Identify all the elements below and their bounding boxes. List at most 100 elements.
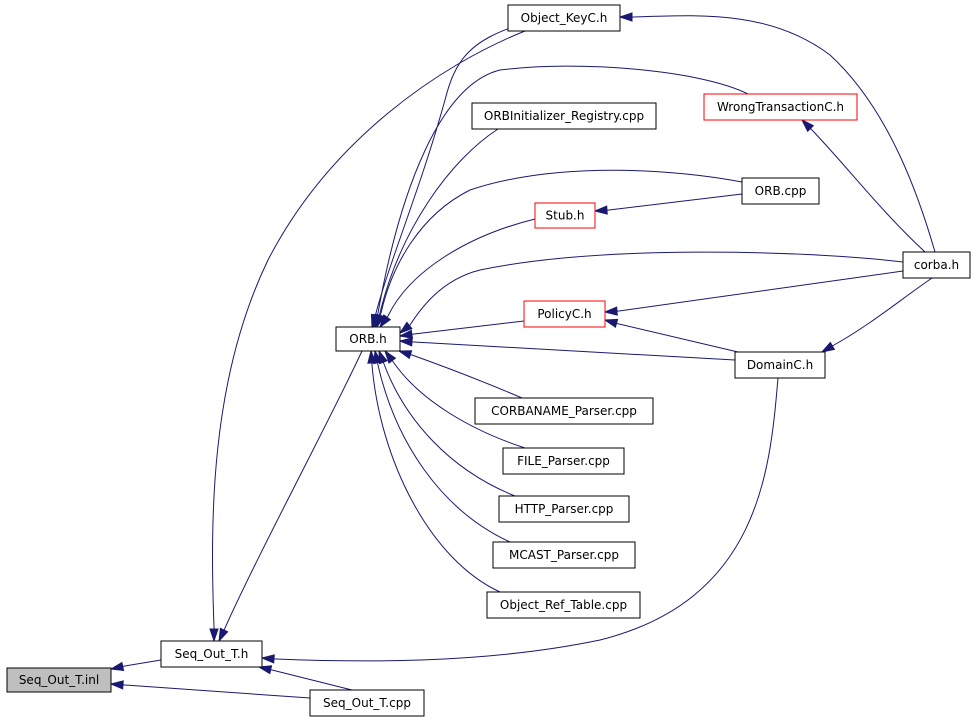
node-box xyxy=(741,177,820,205)
edge-line xyxy=(124,659,162,667)
arrowhead-icon xyxy=(257,665,273,675)
node-box xyxy=(335,326,401,352)
node-box xyxy=(6,667,112,693)
arrowhead-icon xyxy=(603,306,618,316)
node-label: DomainC.h xyxy=(747,358,813,372)
edge-policyc_h-to-orb_h xyxy=(398,320,525,339)
node-box xyxy=(474,397,654,425)
node-label: ORB.h xyxy=(349,332,386,346)
node-seq-out-t-cpp[interactable]: Seq_Out_T.cpp xyxy=(309,689,425,717)
edge-line xyxy=(271,669,353,691)
node-orb-h[interactable]: ORB.h xyxy=(335,326,401,352)
node-corba-h[interactable]: corba.h xyxy=(902,251,971,279)
edge-line xyxy=(387,218,536,317)
node-seq-out-t-inl[interactable]: Seq_Out_T.inl xyxy=(6,667,112,693)
edges-layer xyxy=(109,12,936,699)
node-box xyxy=(498,495,630,523)
arrowhead-icon xyxy=(209,628,219,643)
node-object-keyc-h[interactable]: Object_KeyC.h xyxy=(507,4,621,32)
node-box xyxy=(492,541,636,569)
node-file-parser-cpp[interactable]: FILE_Parser.cpp xyxy=(502,447,625,475)
node-box xyxy=(471,102,657,130)
arrowhead-icon xyxy=(375,313,385,329)
node-label: Object_Ref_Table.cpp xyxy=(500,598,627,612)
arrowhead-icon xyxy=(603,318,619,328)
node-label: corba.h xyxy=(914,258,959,272)
node-stub-h[interactable]: Stub.h xyxy=(534,202,596,229)
node-label: PolicyC.h xyxy=(537,307,591,321)
edge-orb_cpp-to-stub_h xyxy=(593,193,743,215)
edge-corba_h-to-policyc_h xyxy=(603,270,904,316)
node-box xyxy=(523,300,606,328)
arrowhead-icon xyxy=(397,350,413,360)
edge-line xyxy=(413,320,525,335)
arrowhead-icon xyxy=(218,627,229,643)
edge-mcast_parser_cpp-to-orb_h xyxy=(373,349,511,543)
node-mcast-parser-cpp[interactable]: MCAST_Parser.cpp xyxy=(492,541,636,569)
node-label: WrongTransactionC.h xyxy=(717,100,844,114)
edge-object_ref_table_cpp-to-orb_h xyxy=(367,349,501,593)
edge-line xyxy=(409,251,904,326)
arrowhead-icon xyxy=(367,349,377,364)
edge-file_parser_cpp-to-orb_h xyxy=(384,349,526,449)
node-label: MCAST_Parser.cpp xyxy=(509,548,619,562)
arrowhead-icon xyxy=(593,205,608,215)
node-label: HTTP_Parser.cpp xyxy=(515,502,614,516)
edge-line xyxy=(393,362,526,449)
edge-orb_cpp-to-orb_h xyxy=(375,169,743,329)
node-corbaname-parser-cpp[interactable]: CORBANAME_Parser.cpp xyxy=(474,397,654,425)
arrowhead-icon xyxy=(398,321,413,334)
edge-line xyxy=(633,15,936,253)
node-object-ref-table-cpp[interactable]: Object_Ref_Table.cpp xyxy=(486,591,641,619)
node-domainc-h[interactable]: DomainC.h xyxy=(734,351,826,379)
edge-line xyxy=(380,169,743,314)
node-http-parser-cpp[interactable]: HTTP_Parser.cpp xyxy=(498,495,630,523)
node-seq-out-t-h[interactable]: Seq_Out_T.h xyxy=(160,640,263,668)
arrowhead-icon xyxy=(800,118,815,133)
node-box xyxy=(160,640,263,668)
edge-line xyxy=(383,363,516,497)
edge-line xyxy=(618,323,739,353)
node-box xyxy=(534,202,596,229)
edge-line xyxy=(275,377,779,662)
node-orb-cpp[interactable]: ORB.cpp xyxy=(741,177,820,205)
edge-object_keyc_h-to-orb_h xyxy=(370,23,523,329)
edge-domainc_h-to-seq_out_t_h xyxy=(260,377,779,664)
node-orbinit-registry-cpp[interactable]: ORBInitializer_Registry.cpp xyxy=(471,102,657,130)
node-policyc-h[interactable]: PolicyC.h xyxy=(523,300,606,328)
node-label: Seq_Out_T.cpp xyxy=(323,696,411,710)
edge-line xyxy=(377,65,749,314)
edge-line xyxy=(413,341,736,361)
edge-corba_h-to-orb_h xyxy=(398,251,904,334)
edge-domainc_h-to-orb_h xyxy=(398,337,736,361)
edge-line xyxy=(212,30,526,628)
edge-domainc_h-to-policyc_h xyxy=(603,318,739,353)
node-label: Object_KeyC.h xyxy=(521,11,608,25)
edge-line xyxy=(224,350,363,629)
edge-object_keyc_h-to-seq_out_t_h xyxy=(209,30,526,643)
node-label: Seq_Out_T.inl xyxy=(19,673,99,687)
edge-seq_out_t_cpp-to-seq_out_t_h xyxy=(257,665,353,691)
edge-corba_h-to-wrongtransactionc_h xyxy=(800,118,926,253)
edge-seq_out_t_cpp-to-seq_out_t_inl xyxy=(109,680,311,699)
arrowhead-icon xyxy=(373,349,383,365)
node-box xyxy=(703,93,858,121)
edge-seq_out_t_h-to-seq_out_t_inl xyxy=(109,659,162,671)
edge-line xyxy=(411,354,523,399)
node-label: Seq_Out_T.h xyxy=(175,647,249,661)
node-box xyxy=(502,447,625,475)
node-label: FILE_Parser.cpp xyxy=(517,454,610,468)
edge-line xyxy=(833,277,933,346)
node-label: Stub.h xyxy=(546,209,585,223)
arrowhead-icon xyxy=(109,661,125,671)
node-box xyxy=(486,591,641,619)
edge-corba_h-to-object_keyc_h xyxy=(618,12,936,253)
arrowhead-icon xyxy=(398,337,413,347)
arrowhead-icon xyxy=(260,654,275,664)
edge-line xyxy=(811,129,926,253)
arrowhead-icon xyxy=(618,12,633,22)
node-label: ORB.cpp xyxy=(755,184,807,198)
node-wrongtransactionc-h[interactable]: WrongTransactionC.h xyxy=(703,93,858,121)
